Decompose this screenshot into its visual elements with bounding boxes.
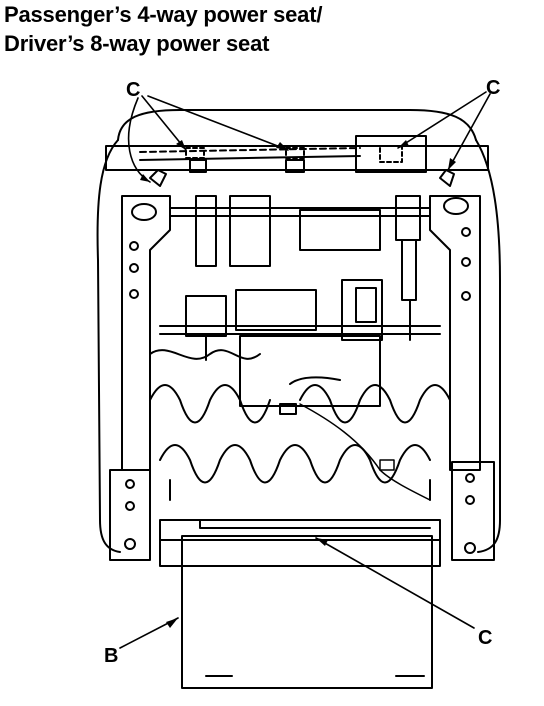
arrowhead-c-top-right-2 xyxy=(448,158,456,170)
arrowhead-b xyxy=(166,618,178,628)
arrowhead-c-top-right-1 xyxy=(398,140,409,148)
callout-label-c-top-right: C xyxy=(486,77,500,99)
arrowhead-c-top-left-2 xyxy=(276,142,288,150)
arrowhead-c-top-left-3 xyxy=(140,174,150,182)
diagram-title: Passenger’s 4-way power seat/ Driver’s 8… xyxy=(4,0,322,58)
callout-label-c-top-left: C xyxy=(126,79,140,101)
cover-panel xyxy=(181,535,433,689)
right-side-rail xyxy=(429,195,495,561)
arrowhead-c-bottom-right xyxy=(316,538,328,546)
front-cross-member xyxy=(159,519,441,567)
callout-leaders xyxy=(119,91,491,649)
motor-assembly xyxy=(159,195,441,361)
title-line-1: Passenger’s 4-way power seat/ xyxy=(4,2,323,27)
left-side-rail xyxy=(109,195,171,561)
control-module xyxy=(239,335,381,415)
leader-c-top-left-1 xyxy=(141,95,187,151)
arrowhead-c-top-left-1 xyxy=(176,140,186,150)
wiring-harness xyxy=(299,403,431,501)
callout-label-b: B xyxy=(104,645,118,667)
seat-springs xyxy=(149,349,451,501)
callout-label-c-bottom-right: C xyxy=(478,627,492,649)
callout-arrowheads xyxy=(140,140,456,628)
leader-c-top-right-1 xyxy=(397,91,487,149)
top-rail xyxy=(105,135,489,187)
title-line-2: Driver’s 8-way power seat xyxy=(4,31,270,56)
leader-c-bottom-right xyxy=(315,537,475,629)
leader-c-top-left-2 xyxy=(147,95,289,151)
leader-c-top-right-2 xyxy=(447,93,491,171)
